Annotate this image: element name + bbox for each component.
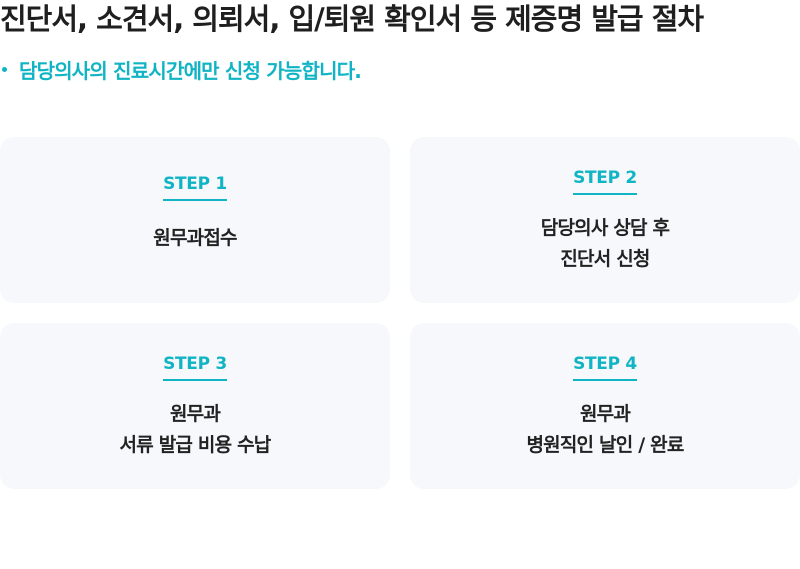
step-description-line: 원무과접수 [153,227,237,249]
step-card-2: STEP 2 담당의사 상담 후 진단서 신청 [410,137,800,303]
steps-grid: STEP 1 원무과접수 STEP 2 담당의사 상담 후 진단서 신청 STE… [0,137,800,489]
step-card-1: STEP 1 원무과접수 [0,137,390,303]
step-label: STEP 4 [573,353,637,381]
step-description-line: 병원직인 날인 / 완료 [526,434,684,456]
step-description-line: 원무과 [579,403,631,425]
step-label: STEP 2 [573,167,637,195]
notice: 담당의사의 진료시간에만 신청 가능합니다. [0,54,362,84]
page-title: 진단서, 소견서, 의뢰서, 입/퇴원 확인서 등 제증명 발급 절차 [0,2,704,36]
step-description: 담당의사 상담 후 진단서 신청 [540,213,670,275]
step-label: STEP 3 [163,353,227,381]
step-card-3: STEP 3 원무과 서류 발급 비용 수납 [0,323,390,489]
step-label: STEP 1 [163,173,227,201]
step-description: 원무과 서류 발급 비용 수납 [119,399,272,461]
step-card-4: STEP 4 원무과 병원직인 날인 / 완료 [410,323,800,489]
step-description: 원무과 병원직인 날인 / 완료 [526,399,684,461]
step-description-line: 서류 발급 비용 수납 [119,434,272,456]
step-description-line: 담당의사 상담 후 [540,217,670,239]
step-description-line: 진단서 신청 [560,248,650,270]
bullet-dot-icon [2,66,7,72]
step-description: 원무과접수 [153,223,237,254]
notice-text: 담당의사의 진료시간에만 신청 가능합니다. [19,58,362,83]
step-description-line: 원무과 [169,403,221,425]
